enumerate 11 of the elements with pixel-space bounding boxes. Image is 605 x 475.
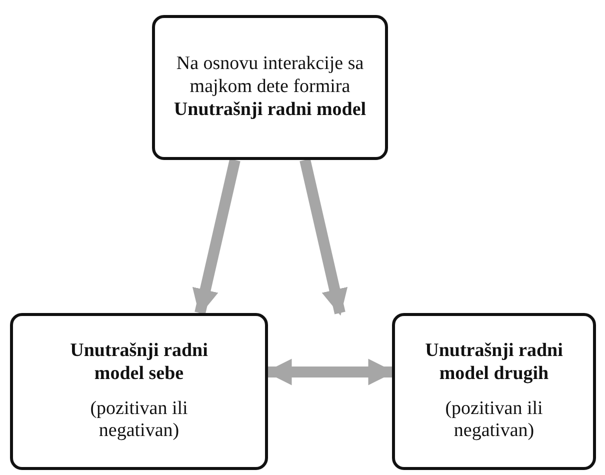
box-heading: Unutrašnji radni model drugih xyxy=(424,340,564,386)
rounded-box xyxy=(10,313,268,470)
box-heading: Unutrašnji radni model xyxy=(174,98,366,122)
box-text: Na osnovu interakcije sa majkom dete formira xyxy=(175,53,365,99)
rounded-box xyxy=(152,15,388,160)
rounded-box xyxy=(392,313,596,470)
box-heading: Unutrašnji radni model sebe xyxy=(69,340,209,386)
arrow xyxy=(300,158,348,316)
box-text: (pozitivan ili negativan) xyxy=(444,398,544,444)
arrow xyxy=(192,158,240,316)
box-text: (pozitivan ili negativan) xyxy=(89,398,189,444)
